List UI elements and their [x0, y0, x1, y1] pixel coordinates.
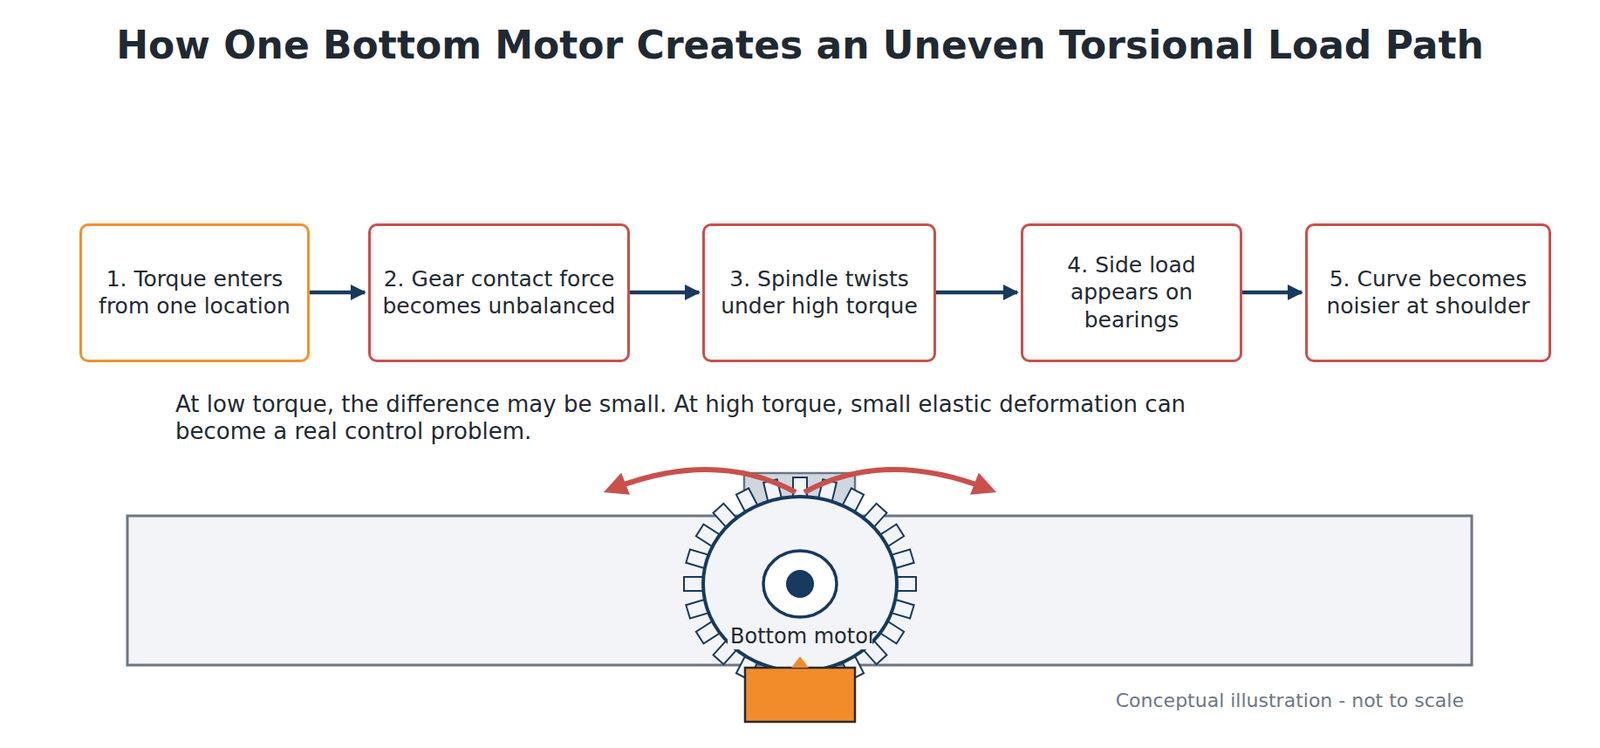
process-box: 5. Curve becomes noisier at shoulder [1305, 223, 1552, 363]
step-text: 1. Torque enters from one location [82, 265, 307, 321]
torsion-arrow [804, 469, 988, 493]
flow-arrow [936, 290, 1018, 295]
gear-teeth [683, 477, 917, 691]
process-box: 2. Gear contact force becomes unbalanced [368, 223, 630, 363]
process-box: 3. Spindle twists under high torque [702, 223, 937, 363]
caption: Conceptual illustration - not to scale [1115, 689, 1464, 712]
step-text: 5. Curve becomes noisier at shoulder [1307, 265, 1549, 321]
diagram-title: How One Bottom Motor Creates an Uneven T… [0, 22, 1600, 68]
motor-drive-arrowhead [791, 656, 809, 668]
step-text: 4. Side load appears on bearings [1023, 251, 1240, 334]
flow-arrow [629, 290, 699, 295]
part-name: Bottom motor [727, 623, 873, 650]
gear-hub [763, 550, 837, 617]
gear-shaft [786, 569, 814, 598]
step-text: 3. Spindle twists under high torque [704, 265, 934, 321]
gear-body [703, 496, 897, 671]
note-text: At low torque, the difference may be sma… [175, 390, 1223, 445]
step-text: 2. Gear contact force becomes unbalanced [370, 265, 628, 321]
flow-arrow [1242, 290, 1302, 295]
process-box: 4. Side load appears on bearings [1020, 223, 1243, 363]
bottom-motor [745, 667, 855, 722]
torsion-arrow [612, 469, 796, 493]
flow-arrow [309, 290, 365, 295]
process-box: 1. Torque enters from one location [79, 223, 309, 363]
